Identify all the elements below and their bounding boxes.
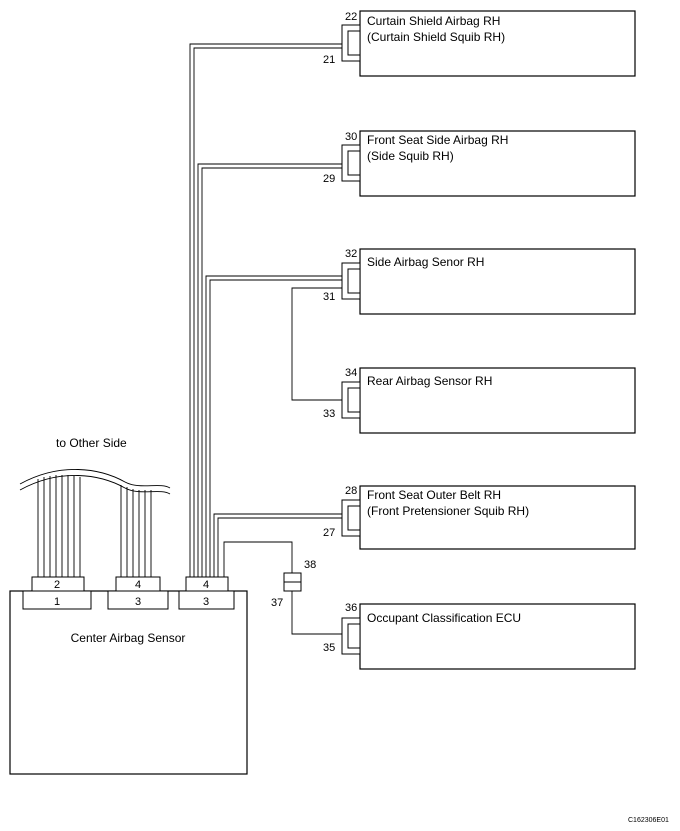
harness-to-other-side: to Other Side bbox=[19, 436, 171, 577]
front-side-pin-top: 30 bbox=[345, 131, 357, 143]
curtain-connector-inner bbox=[347, 30, 361, 56]
curtain-shield-airbag-rh: 22 21 Curtain Shield Airbag RH (Curtain … bbox=[323, 10, 636, 77]
front-seat-outer-belt-rh: 28 27 Front Seat Outer Belt RH (Front Pr… bbox=[323, 485, 636, 550]
sensor-connector-2-bottom-pin: 3 bbox=[135, 596, 141, 608]
wire-to-outer-belt bbox=[213, 513, 342, 577]
side-sensor-pin-bottom: 31 bbox=[323, 291, 335, 303]
front-side-label-1: Front Seat Side Airbag RH bbox=[367, 133, 508, 147]
front-side-label-2: (Side Squib RH) bbox=[367, 149, 454, 163]
center-airbag-sensor-label: Center Airbag Sensor bbox=[71, 631, 186, 645]
front-seat-side-airbag-rh: 30 29 Front Seat Side Airbag RH (Side Sq… bbox=[323, 130, 636, 197]
side-airbag-sensor-rh: 32 31 Side Airbag Senor RH bbox=[323, 248, 636, 315]
side-sensor-label: Side Airbag Senor RH bbox=[367, 255, 484, 269]
figure-code: C162306E01 bbox=[628, 817, 669, 824]
wire-side-to-rear bbox=[291, 287, 342, 401]
junction-connector: 38 37 bbox=[271, 559, 316, 609]
wire-to-outer-belt-2 bbox=[217, 517, 342, 577]
rear-sensor-box bbox=[359, 367, 636, 434]
junction-pin-bottom: 37 bbox=[271, 597, 283, 609]
outer-belt-connector-inner bbox=[347, 505, 361, 531]
side-sensor-box bbox=[359, 248, 636, 315]
sensor-connector-3-upper bbox=[185, 576, 229, 592]
outer-belt-box bbox=[359, 485, 636, 550]
side-sensor-connector-inner bbox=[347, 268, 361, 294]
occupant-box bbox=[359, 603, 636, 670]
rear-sensor-label: Rear Airbag Sensor RH bbox=[367, 374, 492, 388]
rear-airbag-sensor-rh: 34 33 Rear Airbag Sensor RH bbox=[323, 367, 636, 434]
occupant-connector-inner bbox=[347, 623, 361, 649]
front-side-box bbox=[359, 130, 636, 197]
wire-to-side-sensor-2 bbox=[209, 279, 342, 577]
wire-to-front-side bbox=[197, 163, 342, 577]
outer-belt-label-2: (Front Pretensioner Squib RH) bbox=[367, 504, 529, 518]
front-side-pin-bottom: 29 bbox=[323, 173, 335, 185]
occupant-label: Occupant Classification ECU bbox=[367, 611, 521, 625]
sensor-connector-1-bottom-pin: 1 bbox=[54, 596, 60, 608]
sensor-connector-1-top-pin: 2 bbox=[54, 579, 60, 591]
front-side-connector-inner bbox=[347, 150, 361, 176]
to-other-side-label: to Other Side bbox=[56, 436, 127, 450]
wire-junction-to-occupant bbox=[291, 591, 342, 635]
sensor-connector-3-top-pin: 4 bbox=[203, 579, 209, 591]
wire-to-front-side-2 bbox=[201, 167, 342, 577]
harness-bottom-curve bbox=[19, 475, 171, 495]
junction-pin-top: 38 bbox=[304, 559, 316, 571]
curtain-pin-bottom: 21 bbox=[323, 54, 335, 66]
harness-wires-group-1 bbox=[37, 475, 81, 577]
side-sensor-pin-top: 32 bbox=[345, 248, 357, 260]
wire-to-curtain-2 bbox=[193, 47, 342, 577]
curtain-label-1: Curtain Shield Airbag RH bbox=[367, 14, 500, 28]
rear-sensor-connector-inner bbox=[347, 387, 361, 413]
sensor-connector-2-upper bbox=[115, 576, 161, 592]
sensor-connector-2-top-pin: 4 bbox=[135, 579, 141, 591]
center-airbag-sensor: Center Airbag Sensor 2 1 4 3 4 3 bbox=[9, 576, 248, 775]
occupant-pin-bottom: 35 bbox=[323, 642, 335, 654]
curtain-pin-top: 22 bbox=[345, 11, 357, 23]
sensor-connector-3-bottom-pin: 3 bbox=[203, 596, 209, 608]
outer-belt-pin-top: 28 bbox=[345, 485, 357, 497]
curtain-label-2: (Curtain Shield Squib RH) bbox=[367, 30, 505, 44]
harness-wires-group-2 bbox=[120, 485, 152, 577]
wire-to-side-sensor bbox=[205, 275, 342, 577]
wire-to-curtain bbox=[189, 43, 342, 577]
rear-sensor-pin-bottom: 33 bbox=[323, 408, 335, 420]
wire-to-junction bbox=[223, 541, 293, 577]
wires bbox=[189, 43, 342, 635]
outer-belt-label-1: Front Seat Outer Belt RH bbox=[367, 488, 501, 502]
occupant-pin-top: 36 bbox=[345, 602, 357, 614]
outer-belt-pin-bottom: 27 bbox=[323, 527, 335, 539]
center-airbag-sensor-box bbox=[9, 590, 248, 775]
occupant-classification-ecu: 36 35 Occupant Classification ECU bbox=[323, 602, 636, 670]
curtain-box bbox=[359, 10, 636, 77]
harness-top-curve bbox=[19, 469, 171, 489]
rear-sensor-pin-top: 34 bbox=[345, 367, 357, 379]
sensor-connector-1-upper bbox=[31, 576, 85, 592]
